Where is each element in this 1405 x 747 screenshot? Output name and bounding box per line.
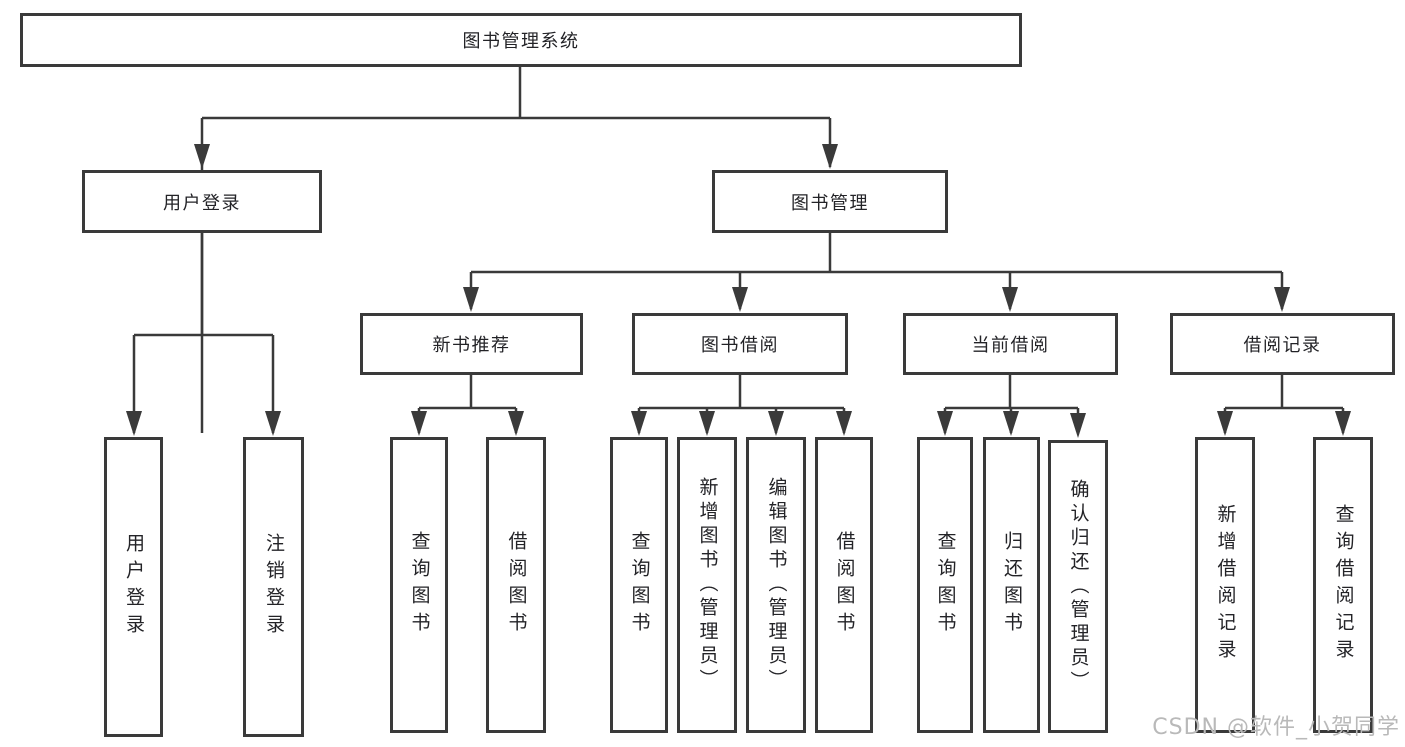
node-label: 编辑图书（管理员）	[765, 477, 788, 693]
node-label: 查询图书	[628, 531, 651, 639]
node-label: 新书推荐	[432, 335, 511, 356]
node-label: 注销登录	[263, 533, 285, 641]
node-label: 图书借阅	[701, 335, 779, 356]
arrow-down-icon	[463, 287, 479, 312]
node-label: 用户登录	[123, 533, 145, 641]
node-label: 归还图书	[1001, 531, 1023, 639]
node-label: 新增图书（管理员）	[696, 477, 719, 693]
node-borrowing-records: 借阅记录	[1170, 313, 1395, 375]
connector-userlogin-to-leaves	[132, 233, 275, 433]
node-label: 借阅记录	[1243, 335, 1322, 356]
leaf-logout-login: 注销登录	[243, 437, 304, 737]
arrow-down-icon	[732, 287, 748, 312]
leaf-cb-confirm-return-admin: 确认归还（管理员）	[1048, 440, 1108, 733]
connector-newbook-to-leaves	[417, 375, 518, 433]
arrow-down-icon	[508, 411, 524, 436]
leaf-bb-query-books: 查询图书	[610, 437, 668, 733]
leaf-bb-borrow-books: 借阅图书	[815, 437, 873, 733]
watermark: CSDN @软件_小贺同学	[1152, 715, 1400, 740]
node-label: 查询借阅记录	[1332, 504, 1355, 666]
node-book-management: 图书管理	[712, 170, 948, 233]
leaf-br-query-record: 查询借阅记录	[1313, 437, 1373, 733]
arrow-down-icon	[1217, 411, 1233, 436]
arrow-down-icon	[1070, 413, 1086, 438]
node-label: 查询图书	[408, 531, 431, 639]
arrow-down-icon	[126, 411, 142, 436]
arrow-down-icon	[699, 411, 715, 436]
arrow-down-icon	[1003, 411, 1019, 436]
connector-records-to-leaves	[1223, 375, 1345, 433]
arrow-down-icon	[822, 144, 838, 169]
node-label: 当前借阅	[971, 335, 1050, 356]
node-root: 图书管理系统	[20, 13, 1022, 67]
node-book-borrowing: 图书借阅	[632, 313, 848, 375]
node-user-login: 用户登录	[82, 170, 322, 233]
node-label: 图书管理	[791, 192, 869, 214]
leaf-cb-query-books: 查询图书	[917, 437, 973, 733]
arrow-down-icon	[1274, 287, 1290, 312]
leaf-bb-edit-books-admin: 编辑图书（管理员）	[746, 437, 806, 733]
arrow-down-icon	[768, 411, 784, 436]
leaf-cb-return-books: 归还图书	[983, 437, 1040, 733]
connector-bookmgmt-to-level3	[469, 233, 1284, 309]
leaf-nbr-query-books: 查询图书	[390, 437, 448, 733]
arrow-down-icon	[1002, 287, 1018, 312]
node-label: 借阅图书	[833, 531, 856, 639]
leaf-user-login: 用户登录	[104, 437, 163, 737]
connector-borrowing-to-leaves	[637, 375, 846, 433]
node-label: 图书管理系统	[462, 31, 580, 52]
leaf-br-add-record: 新增借阅记录	[1195, 437, 1255, 733]
node-new-book-recommend: 新书推荐	[360, 313, 583, 375]
node-label: 借阅图书	[505, 531, 528, 639]
arrow-down-icon	[411, 411, 427, 436]
arrow-down-icon	[194, 144, 210, 169]
arrow-down-icon	[1335, 411, 1351, 436]
node-current-borrowing: 当前借阅	[903, 313, 1118, 375]
leaf-nbr-borrow-books: 借阅图书	[486, 437, 546, 733]
node-label: 新增借阅记录	[1214, 504, 1237, 666]
connector-root-to-level2	[200, 67, 832, 433]
node-label: 查询图书	[934, 531, 957, 639]
arrow-down-icon	[836, 411, 852, 436]
arrow-down-icon	[265, 411, 281, 436]
arrow-down-icon	[631, 411, 647, 436]
node-label: 确认归还（管理员）	[1067, 478, 1090, 695]
leaf-bb-add-books-admin: 新增图书（管理员）	[677, 437, 737, 733]
node-label: 用户登录	[163, 192, 241, 214]
arrow-down-icon	[937, 411, 953, 436]
